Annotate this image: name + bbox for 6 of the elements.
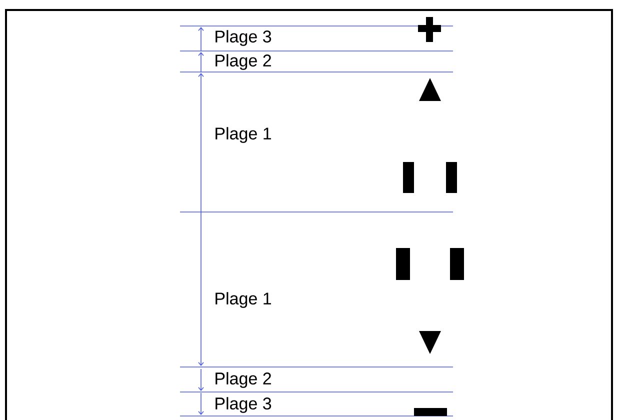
range-label: Plage 3 [216, 397, 272, 413]
range-label: Plage 1 [216, 127, 271, 143]
range-label: Plage 3 [216, 30, 272, 46]
range-label: Plage 1 [216, 292, 271, 308]
range-label: Plage 2 [216, 54, 271, 70]
range-label: Plage 2 [216, 372, 271, 388]
